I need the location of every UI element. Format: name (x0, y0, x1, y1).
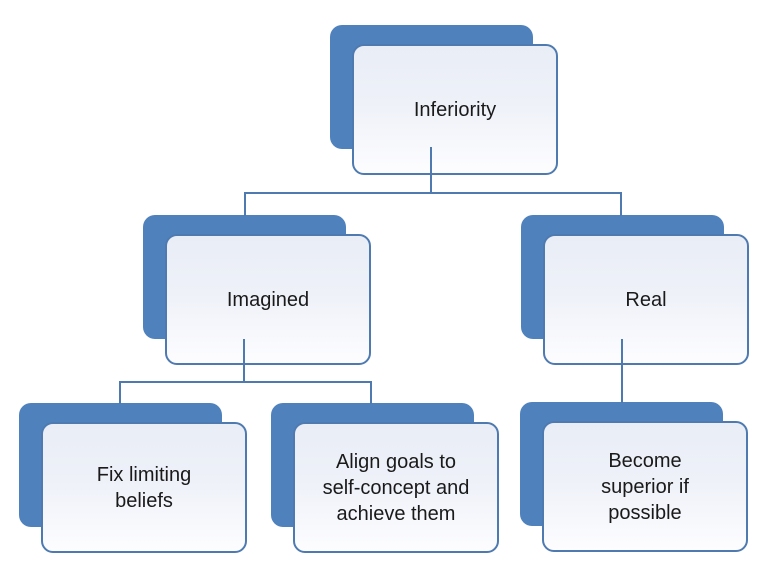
node-imagined: Imagined (143, 215, 371, 365)
connector-level3-horizontal (119, 381, 372, 383)
node-label: Imagined (226, 288, 310, 311)
node-card: Inferiority (352, 44, 558, 175)
node-label: Fix limiting beliefs (96, 463, 192, 512)
node-card: Real (543, 234, 749, 365)
node-fix-limiting-beliefs: Fix limiting beliefs (19, 403, 247, 553)
connector-inferiority-down (430, 147, 432, 193)
node-label: Align goals to self-concept and achieve … (322, 450, 470, 525)
node-become-superior: Become superior if possible (520, 402, 748, 552)
node-label: Become superior if possible (601, 449, 689, 524)
node-card: Fix limiting beliefs (41, 422, 247, 553)
connector-real-to-become-superior (621, 339, 623, 403)
node-align-goals: Align goals to self-concept and achieve … (271, 403, 499, 553)
node-real: Real (521, 215, 749, 365)
connector-imagined-down (243, 339, 245, 383)
node-card: Become superior if possible (542, 421, 748, 552)
connector-level2-horizontal (244, 192, 622, 194)
connector-drop-imagined (244, 192, 246, 216)
node-card: Imagined (165, 234, 371, 365)
node-label: Real (625, 288, 667, 311)
node-card: Align goals to self-concept and achieve … (293, 422, 499, 553)
node-inferiority: Inferiority (330, 25, 558, 175)
connector-drop-align-goals (370, 381, 372, 404)
connector-drop-real (620, 192, 622, 216)
node-label: Inferiority (413, 98, 497, 121)
connector-drop-fix-limiting-beliefs (119, 381, 121, 404)
